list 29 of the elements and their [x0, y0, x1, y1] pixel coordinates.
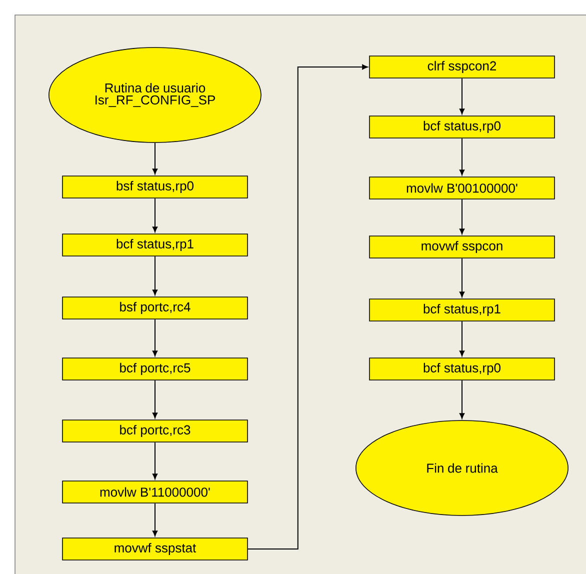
arrow: [152, 502, 158, 536]
process-box: bcf portc,rc5: [62, 358, 248, 380]
process-box: bcf status,rp1: [369, 298, 555, 322]
process-box: bcf status,rp0: [369, 358, 555, 380]
arrow: [152, 142, 158, 174]
arrow: [459, 138, 465, 176]
process-box: bsf portc,rc4: [62, 296, 248, 320]
arrow: [459, 78, 465, 114]
process-box: bsf status,rp0: [62, 176, 248, 198]
process-box: bcf status,rp1: [62, 234, 248, 256]
arrow: [152, 380, 158, 418]
process-box: bcf status,rp0: [369, 116, 555, 138]
process-box: movwf sspstat: [62, 538, 248, 560]
arrow: [459, 198, 465, 234]
terminal-oval: Rutina de usuario Isr_RF_CONFIG_SP: [48, 47, 262, 143]
arrow: [152, 318, 158, 356]
process-box: movlw B'11000000': [62, 480, 248, 504]
process-box: movlw B'00100000': [369, 176, 555, 200]
arrow: [459, 258, 465, 298]
arrow: [152, 442, 158, 480]
process-box: movwf sspcon: [369, 236, 555, 258]
terminal-oval: Fin de rutina: [356, 420, 568, 516]
arrow: [152, 256, 158, 296]
process-box: bcf portc,rc3: [62, 420, 248, 442]
process-box: clrf sspcon2: [369, 56, 555, 78]
arrow: [152, 198, 158, 232]
arrow: [459, 380, 465, 419]
arrow: [459, 320, 465, 356]
arrow: [247, 64, 368, 550]
